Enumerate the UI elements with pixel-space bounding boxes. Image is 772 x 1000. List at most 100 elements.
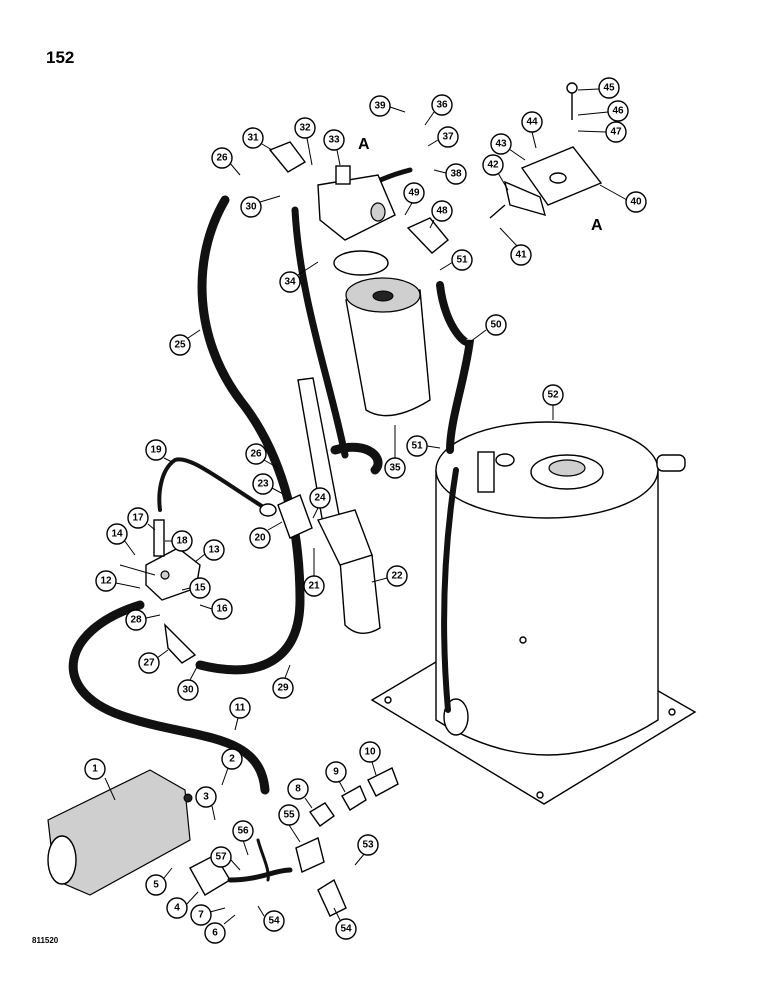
svg-text:17: 17 — [132, 513, 144, 524]
hydraulic-pump — [47, 769, 193, 896]
svg-text:54: 54 — [268, 916, 280, 927]
svg-text:26: 26 — [250, 449, 262, 460]
callout-29: 29 — [272, 664, 294, 699]
tank-filler-cap — [548, 459, 586, 477]
mount-bolt — [519, 636, 527, 644]
svg-text:34: 34 — [284, 277, 296, 288]
hose-11 — [68, 600, 270, 795]
callout-30: 30 — [177, 664, 199, 701]
page-number: 152 — [46, 48, 75, 67]
svg-text:55: 55 — [283, 810, 295, 821]
callout-26: 26 — [245, 443, 279, 469]
tank-side-fitting — [656, 454, 686, 472]
callout-9: 9 — [325, 761, 347, 793]
svg-text:35: 35 — [389, 463, 401, 474]
filter-element-center — [372, 290, 394, 302]
svg-text:52: 52 — [547, 390, 559, 401]
callout-25: 25 — [169, 329, 201, 356]
elbow-body — [164, 623, 197, 664]
valve-assembly — [297, 377, 381, 634]
callout-32: 32 — [294, 117, 316, 166]
callout-51: 51 — [439, 249, 473, 271]
callout-51: 51 — [406, 435, 441, 457]
svg-text:9: 9 — [333, 767, 339, 778]
pump-flange — [47, 835, 77, 885]
mount-bolt — [536, 791, 544, 799]
bolt-14 — [119, 564, 156, 576]
manifold-fitting — [153, 519, 165, 557]
callout-39: 39 — [369, 95, 406, 117]
callout-22: 22 — [371, 565, 408, 587]
svg-text:3: 3 — [203, 792, 209, 803]
filter-head-fitting — [335, 165, 351, 185]
callout-16: 16 — [199, 598, 233, 620]
plate-hole — [549, 172, 567, 184]
callout-23: 23 — [252, 473, 286, 496]
callout-4: 4 — [166, 891, 199, 919]
svg-text:50: 50 — [490, 320, 502, 331]
svg-text:51: 51 — [411, 441, 423, 452]
elbow-48 — [406, 217, 449, 254]
svg-text:1: 1 — [92, 764, 98, 775]
hose-35-return — [330, 442, 383, 475]
tank-return-port — [477, 451, 495, 493]
filter-o-ring — [333, 250, 389, 276]
callout-48: 48 — [429, 200, 453, 229]
svg-text:10: 10 — [364, 747, 376, 758]
callout-6: 6 — [204, 914, 236, 944]
callout-57: 57 — [210, 846, 241, 871]
svg-text:43: 43 — [495, 139, 507, 150]
svg-text:16: 16 — [216, 604, 228, 615]
callout-47: 47 — [577, 121, 627, 143]
svg-text:15: 15 — [194, 583, 206, 594]
callout-3: 3 — [195, 786, 217, 821]
callout-42: 42 — [482, 154, 509, 191]
svg-text:28: 28 — [130, 615, 142, 626]
callout-20: 20 — [249, 521, 283, 549]
svg-text:13: 13 — [208, 545, 220, 556]
callout-30: 30 — [240, 195, 281, 218]
svg-text:22: 22 — [391, 571, 403, 582]
hose-34-line — [291, 206, 349, 459]
callout-10: 10 — [359, 741, 381, 776]
callout-45: 45 — [577, 77, 620, 99]
filter-head — [317, 165, 396, 241]
svg-text:8: 8 — [295, 784, 301, 795]
callout-8: 8 — [287, 778, 313, 809]
callout-17: 17 — [127, 507, 156, 531]
callout-7: 7 — [190, 904, 226, 926]
tee-port — [259, 503, 277, 517]
reference-letter-a: A — [591, 217, 603, 234]
filter-head-body — [317, 174, 396, 241]
hose-50 — [436, 281, 474, 454]
svg-text:47: 47 — [610, 127, 622, 138]
callouts: 1 2 3 4 5 6 7 8 9 10 11 12 13 14 15 16 1… — [84, 77, 647, 944]
svg-text:57: 57 — [215, 852, 227, 863]
svg-text:24: 24 — [314, 493, 326, 504]
svg-text:21: 21 — [308, 581, 320, 592]
svg-text:18: 18 — [176, 536, 188, 547]
callout-21: 21 — [303, 548, 325, 597]
svg-text:26: 26 — [216, 153, 228, 164]
callout-49: 49 — [403, 182, 425, 216]
svg-text:48: 48 — [436, 206, 448, 217]
elbow-31 — [268, 141, 307, 173]
svg-text:44: 44 — [526, 117, 538, 128]
callout-56: 56 — [232, 820, 254, 856]
callout-52: 52 — [542, 384, 564, 420]
callout-19: 19 — [145, 439, 173, 463]
mounting-plate — [504, 146, 603, 217]
svg-text:27: 27 — [143, 658, 155, 669]
manifold-port — [160, 570, 170, 580]
callout-1: 1 — [84, 758, 116, 801]
callout-43: 43 — [490, 133, 526, 161]
svg-text:25: 25 — [174, 340, 186, 351]
svg-text:12: 12 — [100, 576, 112, 587]
callout-54: 54 — [333, 907, 357, 940]
hose-25 — [195, 195, 305, 675]
callout-54: 54 — [257, 905, 285, 932]
svg-text:29: 29 — [277, 683, 289, 694]
svg-text:37: 37 — [442, 132, 454, 143]
plate-flange — [504, 180, 547, 217]
valve-body — [316, 509, 373, 566]
